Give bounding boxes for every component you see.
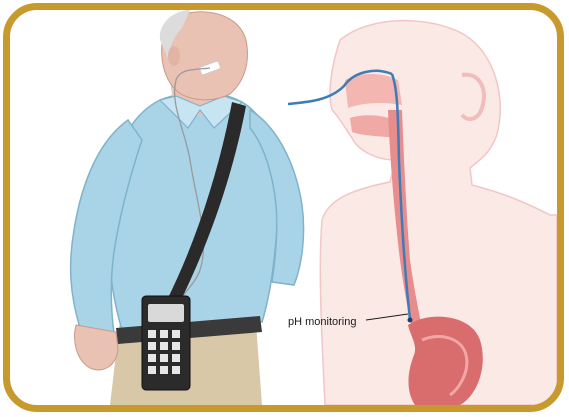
anatomy-cross-section: [288, 21, 557, 405]
left-hand: [75, 325, 118, 370]
ph-monitoring-label: pH monitoring: [288, 316, 356, 328]
recorder-device-icon: [142, 296, 190, 390]
ph-monitoring-illustration: [10, 10, 557, 405]
ph-sensor-icon: [408, 318, 413, 323]
illustration-frame: pH monitoring: [3, 3, 564, 412]
patient-figure: [71, 10, 304, 405]
stomach: [408, 317, 483, 405]
patient-ear: [168, 46, 180, 66]
